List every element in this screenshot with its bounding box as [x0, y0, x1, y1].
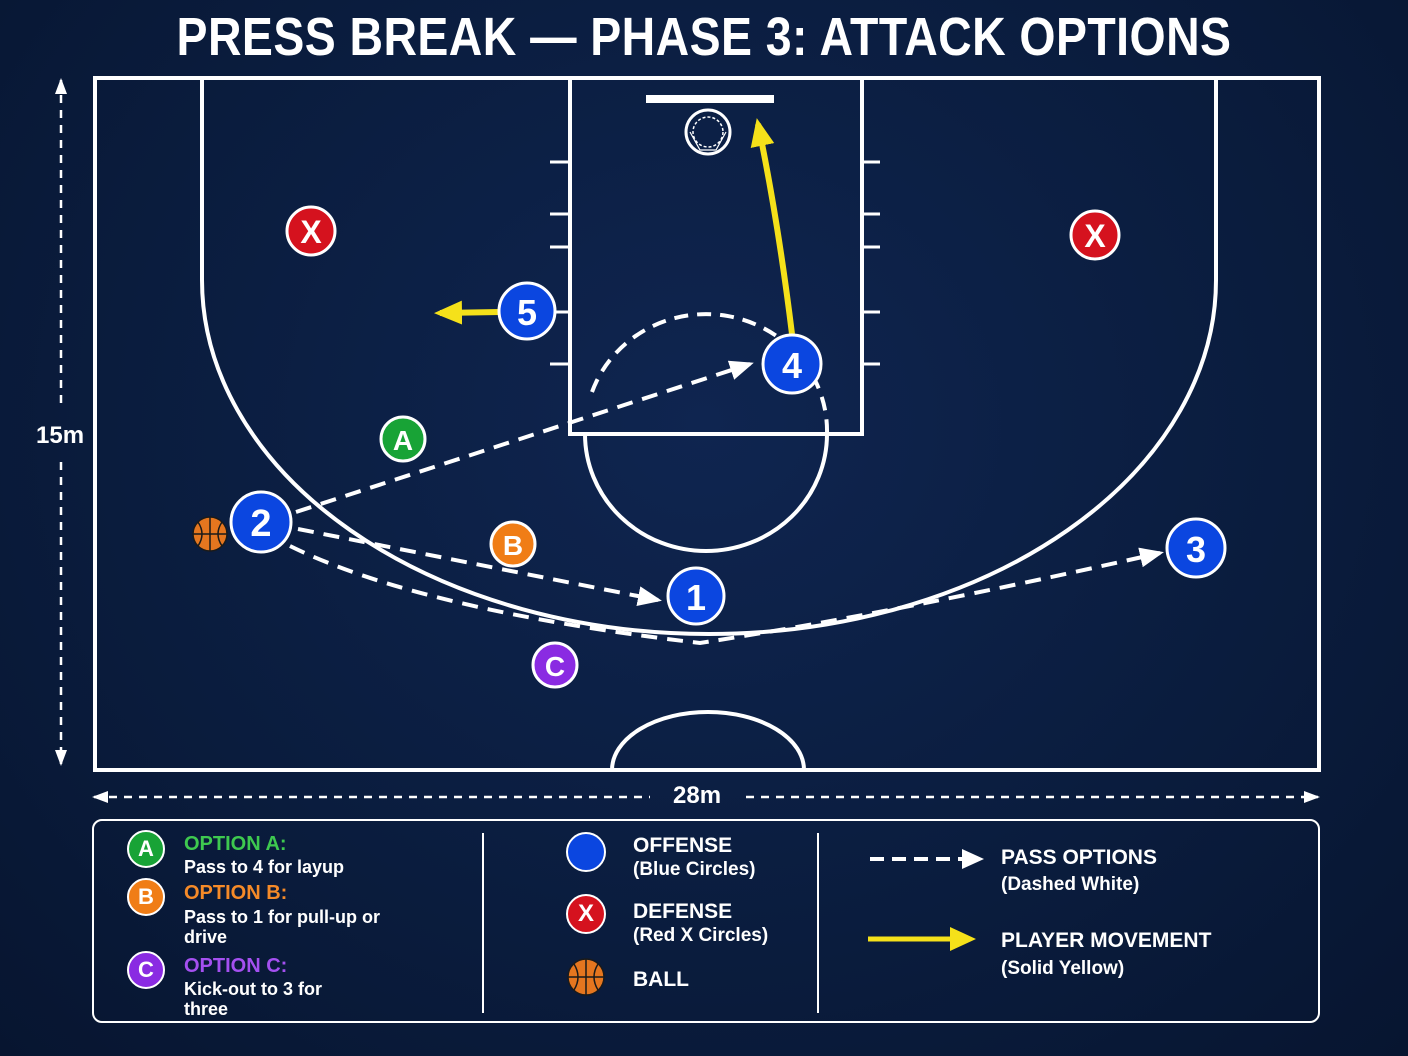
offense-circle-icon — [566, 832, 606, 872]
svg-text:A: A — [393, 425, 413, 456]
defense-key-subtitle: (Red X Circles) — [633, 925, 769, 946]
svg-text:C: C — [545, 651, 565, 682]
lane-hash-marks — [550, 160, 880, 366]
option-a-title: OPTION A: — [184, 833, 287, 855]
key-lane — [568, 76, 864, 436]
pass-option-a-line — [295, 360, 754, 514]
option-a-badge: A — [127, 830, 165, 868]
offense-player-3: 3 — [1165, 517, 1227, 579]
free-throw-circle-top — [590, 312, 830, 435]
player-movements — [434, 118, 795, 335]
basketball-icon — [192, 516, 228, 552]
option-b-description: Pass to 1 for pull-up or drive — [184, 907, 381, 947]
page-title: PRESS BREAK — PHASE 3: ATTACK OPTIONS — [176, 7, 1232, 67]
player-4-cut-arrow — [750, 118, 795, 335]
movement-key-title: PLAYER MOVEMENT — [1001, 929, 1212, 952]
pass-options-key-subtitle: (Dashed White) — [1001, 874, 1140, 895]
defense-player: X — [285, 205, 337, 257]
defense-label: X — [300, 214, 322, 250]
option-b-title: OPTION B: — [184, 882, 288, 904]
basketball-icon — [567, 958, 605, 996]
offense-player-1: 1 — [666, 566, 726, 626]
svg-text:5: 5 — [517, 292, 537, 333]
legend-divider — [482, 833, 484, 1013]
pass-options — [289, 360, 1164, 646]
legend-divider — [817, 833, 819, 1013]
offense-player-4: 4 — [761, 333, 823, 395]
pass-option-c-line — [289, 544, 1164, 646]
option-marker-b: B — [489, 520, 537, 568]
svg-text:2: 2 — [250, 503, 271, 545]
defense-label: X — [1084, 218, 1106, 254]
offense-player-2: 2 — [229, 490, 293, 554]
legend-panel: A OPTION A: Pass to 4 for layup B OPTION… — [92, 819, 1320, 1023]
offense-key-title: OFFENSE — [633, 834, 733, 857]
ball-key-title: BALL — [633, 968, 689, 991]
option-c-description: Kick-out to 3 for three — [184, 979, 322, 1019]
option-marker-a: A — [379, 415, 427, 463]
pass-option-b-line — [297, 527, 662, 606]
option-c-title: OPTION C: — [184, 955, 288, 977]
court-lines — [93, 76, 1321, 772]
height-dimension-label: 15m — [36, 422, 85, 449]
svg-text:1: 1 — [686, 577, 706, 618]
defense-key-title: DEFENSE — [633, 900, 733, 923]
dashed-arrow-icon — [870, 849, 984, 869]
option-a-description: Pass to 4 for layup — [184, 857, 345, 877]
option-b-badge: B — [127, 878, 165, 916]
solid-arrow-icon — [868, 927, 976, 951]
court-boundary — [93, 76, 1321, 772]
center-circle — [610, 710, 806, 771]
svg-text:3: 3 — [1186, 529, 1206, 570]
player-5-pop-arrow — [434, 300, 501, 325]
svg-text:4: 4 — [782, 345, 802, 386]
movement-key-subtitle: (Solid Yellow) — [1001, 958, 1125, 979]
offense-key-subtitle: (Blue Circles) — [633, 859, 756, 880]
option-marker-c: C — [531, 641, 579, 689]
defense-x-icon: X — [566, 894, 606, 934]
free-throw-circle-bottom — [583, 433, 829, 553]
defense-player: X — [1069, 209, 1121, 261]
pass-options-key-title: PASS OPTIONS — [1001, 846, 1157, 869]
svg-text:B: B — [503, 530, 523, 561]
option-c-badge: C — [127, 951, 165, 989]
hoop-icon — [684, 108, 732, 156]
three-point-line — [200, 78, 1218, 636]
offense-player-5: 5 — [497, 281, 557, 341]
width-dimension-label: 28m — [673, 782, 722, 809]
